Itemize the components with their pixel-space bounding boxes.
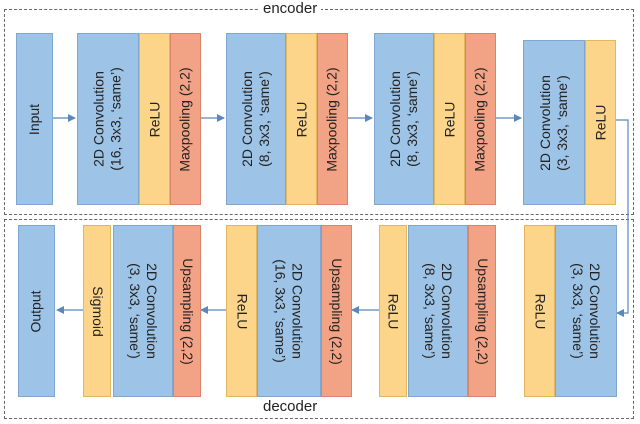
decoder-relu3-label: ReLU [532, 293, 549, 329]
encoder-conv4-label: 2D Convolution (3, 3x3, ‘same’) [537, 74, 571, 171]
encoder-relu4-label: ReLU [592, 104, 609, 141]
encoder-conv2-label: 2D Convolution (8, 3x3, ‘same’) [239, 71, 273, 167]
decoder-upsampling1-block: Upsampling (2,2) [173, 225, 201, 397]
arrow-encoder-to-decoder [616, 119, 629, 317]
encoder-conv3-label: 2D Convolution (8, 3x3, ‘same’) [387, 71, 421, 167]
decoder-upsampling2-block: Upsampling (2,2) [321, 225, 352, 397]
encoder-maxpool2-label: Maxpooling (2,2) [324, 66, 340, 172]
decoder-relu2-block: ReLU [379, 225, 407, 397]
encoder-relu1-block: ReLU [139, 33, 170, 205]
encoder-conv3-block: 2D Convolution (8, 3x3, ‘same’) [374, 33, 434, 205]
decoder-upsampling3-block: Upsampling (2,2) [468, 225, 496, 397]
encoder-maxpool3-label: Maxpooling (2,2) [472, 66, 488, 172]
decoder-upsampling2-label: Upsampling (2,2) [329, 257, 346, 365]
decoder-relu1-block: ReLU [226, 225, 257, 397]
encoder-conv1-block: 2D Convolution (16, 3x3, ‘same’) [77, 33, 139, 205]
decoder-upsampling3-label: Upsampling (2,2) [474, 257, 491, 365]
encoder-relu2-label: ReLU [293, 101, 310, 137]
encoder-conv2-block: 2D Convolution (8, 3x3, ‘same’) [226, 33, 286, 205]
decoder-sigmoid-block: Sigmoid [83, 225, 111, 397]
encoder-relu3-label: ReLU [441, 101, 458, 137]
decoder-conv4-label: 2D Convolution (3, 3x3, ‘same’) [570, 263, 604, 359]
decoder-upsampling1-label: Upsampling (2,2) [179, 257, 196, 365]
encoder-conv4-block: 2D Convolution (3, 3x3, ‘same’) [523, 40, 585, 205]
decoder-conv3-block: 2D Convolution (8, 3x3, ‘same’) [408, 225, 468, 397]
encoder-title: encoder [259, 0, 322, 17]
encoder-input-label: Input [25, 103, 42, 135]
decoder-conv2-label: 2D Convolution (16, 3x3, ‘same’) [273, 259, 307, 363]
encoder-maxpool3-block: Maxpooling (2,2) [465, 33, 496, 205]
encoder-maxpool2-block: Maxpooling (2,2) [317, 33, 348, 205]
decoder-relu3-block: ReLU [524, 225, 555, 397]
encoder-maxpool1-label: Maxpooling (2,2) [177, 66, 193, 172]
decoder-relu2-label: ReLU [385, 293, 402, 329]
decoder-title: decoder [259, 398, 322, 415]
decoder-sigmoid-label: Sigmoid [89, 285, 106, 337]
encoder-relu2-block: ReLU [286, 33, 317, 205]
decoder-conv2-block: 2D Convolution (16, 3x3, ‘same’) [257, 225, 321, 397]
encoder-input-block: Input [16, 33, 53, 205]
encoder-relu1-label: ReLU [146, 101, 163, 137]
decoder-output-label: Output [28, 289, 44, 333]
decoder-conv4-block: 2D Convolution (3, 3x3, ‘same’) [555, 225, 617, 397]
encoder-maxpool1-block: Maxpooling (2,2) [170, 33, 201, 205]
decoder-output-block: Output [18, 225, 55, 397]
decoder-conv3-label: 2D Convolution (8, 3x3, ‘same’) [422, 263, 456, 359]
encoder-relu4-block: ReLU [585, 40, 616, 205]
decoder-relu1-label: ReLU [234, 293, 251, 329]
encoder-conv1-label: 2D Convolution (16, 3x3, ‘same’) [91, 67, 125, 171]
decoder-conv1-block: 2D Convolution (3, 3x3, ‘same’) [113, 225, 173, 397]
encoder-relu3-block: ReLU [434, 33, 465, 205]
decoder-frame [4, 219, 634, 419]
decoder-conv1-label: 2D Convolution (3, 3x3, ‘same’) [127, 263, 161, 359]
